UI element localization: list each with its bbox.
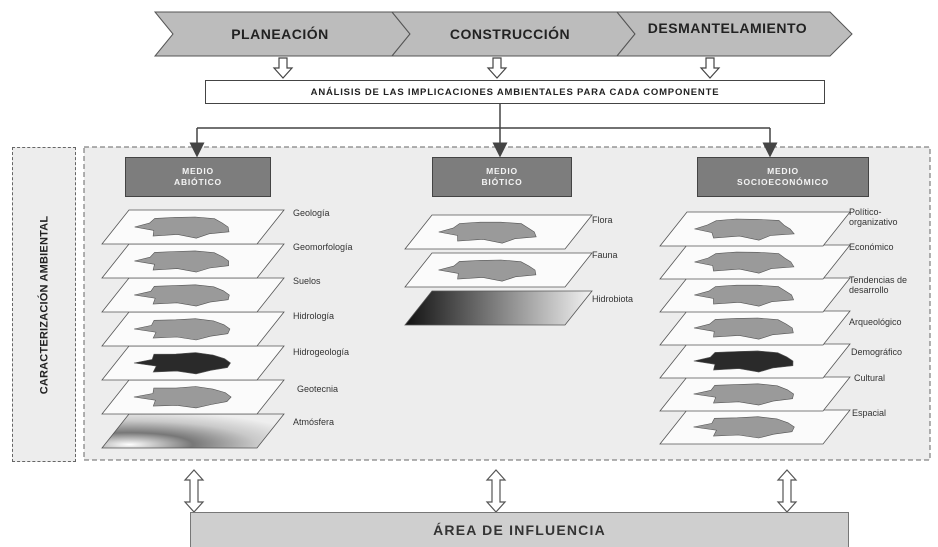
abiotico-layer-map-2 <box>134 250 230 273</box>
abiotico-layer-map-3 <box>134 284 230 307</box>
layer-label-fauna: Fauna <box>592 250 618 260</box>
double-arrow-1 <box>183 469 205 513</box>
medio-biotico-line2: BIÓTICO <box>481 177 523 187</box>
medio-biotico-line1: MEDIO <box>486 165 518 176</box>
side-label-panel: CARACTERIZACIÓN AMBIENTAL <box>12 147 76 462</box>
socioeconomico-layer-map-2 <box>694 251 795 274</box>
layer-stack-biotico <box>404 214 593 326</box>
analysis-box: ANÁLISIS DE LAS IMPLICACIONES AMBIENTALE… <box>205 80 825 104</box>
phase-label-planeacion: PLANEACIÓN <box>231 26 329 42</box>
medio-socioeconomico-line1: MEDIO <box>767 165 799 176</box>
phase-label-desmantelamiento: DESMANTELAMIENTO <box>647 20 808 36</box>
medio-abiotico-box: MEDIO ABIÓTICO <box>125 157 271 197</box>
double-arrow-3 <box>776 469 798 513</box>
biotico-layer-map-2 <box>438 259 537 282</box>
layer-label-cultural: Cultural <box>854 373 886 383</box>
medio-socioeconomico-line2: SOCIOECONÓMICO <box>737 177 829 187</box>
socioeconomico-layer-map-1 <box>693 218 795 241</box>
layer-label-hidrologia: Hidrología <box>293 311 335 321</box>
medio-abiotico-line1: MEDIO <box>182 165 214 176</box>
side-label-text: CARACTERIZACIÓN AMBIENTAL <box>38 215 51 394</box>
layer-label-geotecnia: Geotecnia <box>297 384 339 394</box>
abiotico-layer-map-4 <box>134 318 231 341</box>
biotico-layer-map-1 <box>438 221 537 244</box>
layer-label-hidrobiota: Hidrobiota <box>592 294 634 304</box>
socioeconomico-layer-map-7 <box>693 416 795 439</box>
abiotico-layer-map-1 <box>134 216 230 239</box>
layer-stack-abiotico <box>101 209 285 449</box>
abiotico-layer-map-5 <box>133 352 231 375</box>
socioeconomico-layer-map-6 <box>693 383 794 406</box>
hollow-down-arrow-1 <box>272 57 294 79</box>
medio-socioeconomico-box: MEDIO SOCIOECONÓMICO <box>697 157 869 197</box>
layer-label-politico-organizativo: Político-organizativo <box>849 207 898 228</box>
layer-label-atmosfera: Atmósfera <box>293 417 335 427</box>
layer-label-espacial: Espacial <box>852 408 887 418</box>
layer-label-arqueologico: Arqueológico <box>849 317 902 327</box>
layer-label-suelos: Suelos <box>293 276 321 286</box>
hollow-down-arrow-3 <box>699 57 721 79</box>
phase-chevron-desmantelamiento <box>615 11 853 57</box>
phase-label-construccion: CONSTRUCCIÓN <box>449 26 571 42</box>
hollow-down-arrow-2 <box>486 57 508 79</box>
socioeconomico-layer-map-4 <box>693 317 794 340</box>
layer-label-geomorfologia: Geomorfología <box>293 242 353 252</box>
medio-biotico-box: MEDIO BIÓTICO <box>432 157 572 197</box>
layer-label-economico: Económico <box>849 242 894 252</box>
influence-area-box: ÁREA DE INFLUENCIA <box>190 512 849 547</box>
biotico-layer-3 <box>404 290 593 326</box>
layer-stack-socioeconomico <box>659 211 851 445</box>
socioeconomico-layer-map-5 <box>693 350 794 373</box>
abiotico-layer-7 <box>101 413 285 449</box>
layer-label-demografico: Demográfico <box>851 347 903 357</box>
socioeconomico-layer-map-3 <box>694 284 795 307</box>
layer-label-tendencias-desarrollo: Tendencias de desarrollo <box>849 275 908 296</box>
double-arrow-2 <box>485 469 507 513</box>
medio-abiotico-line2: ABIÓTICO <box>174 177 222 187</box>
layer-label-hidrogeologia: Hidrogeología <box>293 347 350 357</box>
abiotico-layer-map-6 <box>133 386 232 409</box>
layer-label-geologia: Geología <box>293 208 330 218</box>
layer-label-flora: Flora <box>592 215 613 225</box>
